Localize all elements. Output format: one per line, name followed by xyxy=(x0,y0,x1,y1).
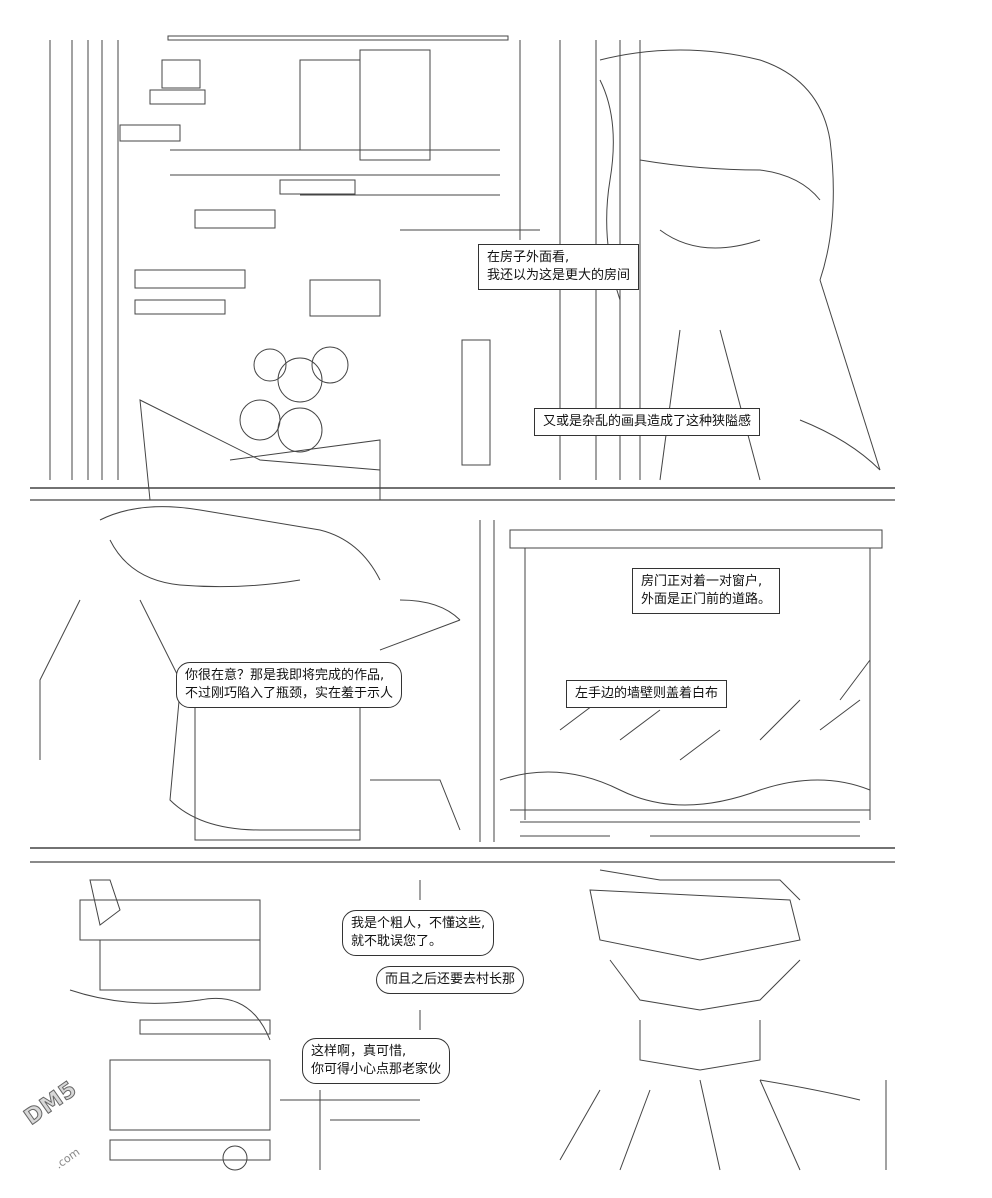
speech-bubble-rough-person: 我是个粗人，不懂这些, 就不耽误您了。 xyxy=(342,910,495,956)
site-watermark: DM5 .com xyxy=(12,1076,102,1178)
bubble-line: 外面是正门前的道路。 xyxy=(641,592,772,607)
bubble-line: 你很在意？那是我即将完成的作品, xyxy=(185,668,385,683)
bubble-line: 房门正对着一对窗户, xyxy=(641,574,763,589)
speech-bubble-village-chief: 而且之后还要去村长那 xyxy=(376,966,525,994)
bubble-line: 这样啊，真可惜, xyxy=(311,1044,407,1059)
bubble-line: 你可得小心点那老家伙 xyxy=(311,1062,442,1077)
speech-bubble-room-outside: 在房子外面看, 我还以为这是更大的房间 xyxy=(478,244,640,290)
bubble-line: 左手边的墙壁则盖着白布 xyxy=(575,686,719,701)
watermark-suffix: .com xyxy=(52,1145,83,1172)
bubble-line: 在房子外面看, xyxy=(487,250,570,265)
caption-white-cloth: 左手边的墙壁则盖着白布 xyxy=(566,680,728,708)
bubble-line: 就不耽误您了。 xyxy=(351,934,443,949)
bubble-line: 又或是杂乱的画具造成了这种狭隘感 xyxy=(543,414,752,429)
bubble-line: 我是个粗人，不懂这些, xyxy=(351,916,486,931)
speech-bubble-cramped-feeling: 又或是杂乱的画具造成了这种狭隘感 xyxy=(534,408,761,436)
bubble-line: 而且之后还要去村长那 xyxy=(385,972,516,987)
speech-bubble-be-careful: 这样啊，真可惜, 你可得小心点那老家伙 xyxy=(302,1038,451,1084)
speech-bubble-artwork: 你很在意？那是我即将完成的作品, 不过刚巧陷入了瓶颈，实在羞于示人 xyxy=(176,662,403,708)
bubble-line: 我还以为这是更大的房间 xyxy=(487,268,631,283)
bubble-line: 不过刚巧陷入了瓶颈，实在羞于示人 xyxy=(185,686,394,701)
caption-door-windows: 房门正对着一对窗户, 外面是正门前的道路。 xyxy=(632,568,781,614)
